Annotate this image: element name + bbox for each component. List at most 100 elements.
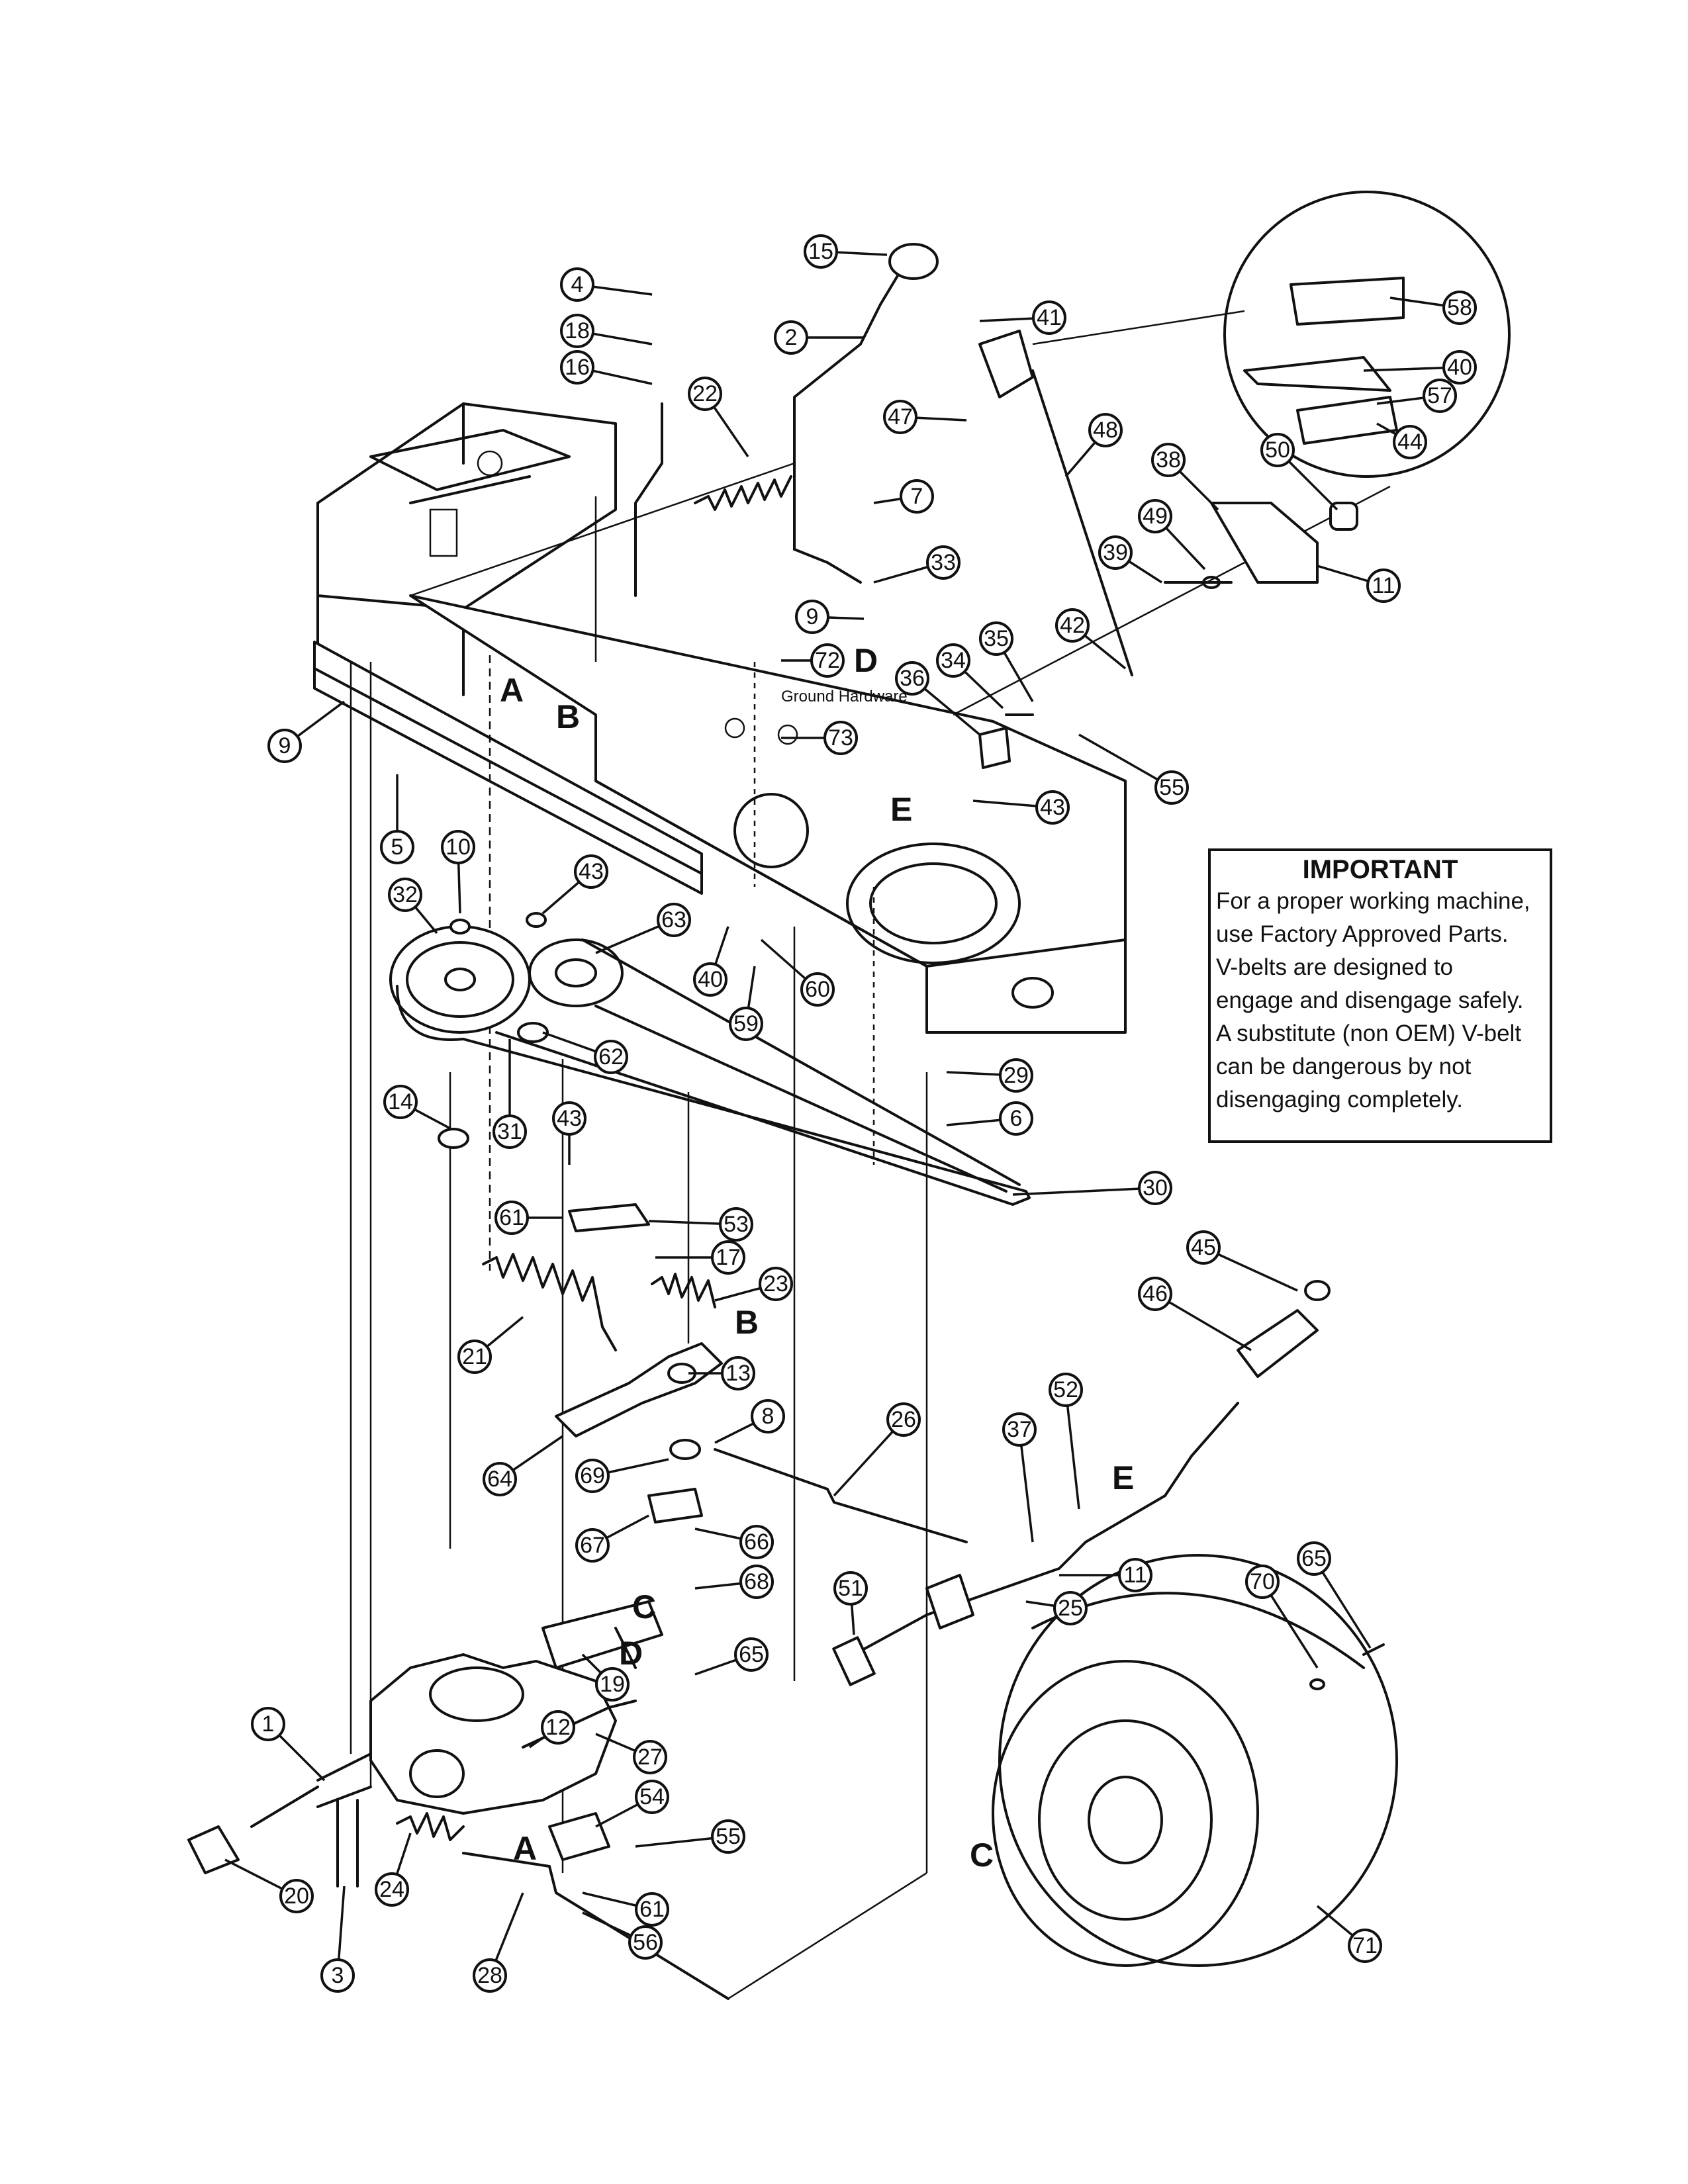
callout-43c: 43: [552, 1101, 586, 1136]
svg-text:73: 73: [828, 725, 853, 751]
callout-50: 50: [1260, 433, 1295, 467]
callout-34: 34: [936, 643, 970, 678]
svg-text:53: 53: [724, 1212, 749, 1237]
callout-21: 21: [457, 1340, 492, 1374]
svg-text:71: 71: [1352, 1933, 1378, 1958]
callout-48: 48: [1088, 413, 1123, 447]
callout-9b: 9: [267, 729, 302, 763]
leader-37: [1018, 1429, 1034, 1543]
svg-text:46: 46: [1143, 1281, 1168, 1306]
svg-text:43: 43: [1040, 795, 1065, 820]
svg-text:21: 21: [462, 1344, 487, 1369]
svg-text:39: 39: [1103, 540, 1128, 565]
callout-71: 71: [1348, 1929, 1382, 1963]
svg-text:61: 61: [639, 1897, 665, 1922]
bolt-65: [1362, 1643, 1385, 1656]
svg-text:44: 44: [1397, 430, 1423, 455]
callout-36: 36: [895, 661, 929, 696]
spacer-20: [187, 1825, 240, 1874]
grip-46: [1237, 1309, 1319, 1378]
leader-46: [1154, 1293, 1252, 1351]
detail-inset: [1223, 191, 1511, 478]
callout-11: 11: [1366, 569, 1401, 603]
bracket-67: [647, 1488, 703, 1524]
callout-32: 32: [388, 878, 422, 912]
callout-2: 2: [774, 320, 808, 355]
svg-text:31: 31: [497, 1119, 522, 1144]
callout-72: 72: [810, 643, 845, 678]
svg-text:27: 27: [637, 1745, 663, 1770]
brake-bracket-47: [978, 330, 1034, 398]
svg-text:6: 6: [1010, 1106, 1023, 1131]
callout-54: 54: [635, 1780, 669, 1814]
svg-text:68: 68: [744, 1569, 769, 1594]
callout-55: 55: [1154, 770, 1189, 805]
svg-text:36: 36: [900, 666, 925, 691]
callout-31: 31: [492, 1115, 527, 1149]
callout-5: 5: [380, 830, 414, 864]
notice-body: For a proper working machine, use Factor…: [1216, 888, 1530, 1113]
callout-28: 28: [473, 1958, 507, 1993]
callout-15: 15: [804, 234, 838, 269]
svg-text:58: 58: [1447, 295, 1472, 320]
callout-8: 8: [751, 1399, 785, 1433]
svg-text:48: 48: [1093, 418, 1118, 443]
svg-text:37: 37: [1007, 1417, 1032, 1442]
svg-text:9: 9: [279, 733, 291, 758]
leader-65b: [1313, 1558, 1372, 1649]
svg-text:28: 28: [477, 1963, 502, 1988]
ref-letter-a-0: A: [500, 672, 524, 709]
callout-18: 18: [560, 314, 594, 348]
svg-text:10: 10: [445, 835, 471, 860]
svg-text:30: 30: [1143, 1175, 1168, 1201]
callout-65b: 65: [1297, 1541, 1331, 1576]
svg-text:57: 57: [1427, 383, 1452, 408]
svg-text:29: 29: [1004, 1063, 1029, 1088]
ground-hardware-label: Ground Hardware: [781, 688, 908, 705]
callout-51: 51: [833, 1571, 868, 1606]
notice-title: IMPORTANT: [1302, 855, 1458, 884]
callout-61: 61: [494, 1201, 529, 1235]
svg-text:3: 3: [332, 1963, 344, 1988]
bracket-54: [548, 1812, 610, 1861]
shift-lever: [793, 243, 939, 584]
callout-49: 49: [1138, 499, 1172, 533]
callout-70: 70: [1245, 1565, 1280, 1599]
callout-45: 45: [1186, 1230, 1221, 1265]
svg-text:5: 5: [391, 835, 404, 860]
svg-text:41: 41: [1037, 305, 1062, 330]
callout-12: 12: [541, 1710, 575, 1745]
ref-letter-e-7: E: [1112, 1459, 1134, 1496]
callout-43b: 43: [574, 854, 608, 889]
svg-text:1: 1: [262, 1711, 275, 1737]
connector-36: [978, 727, 1011, 769]
callout-57: 57: [1423, 379, 1457, 413]
svg-text:55: 55: [716, 1824, 741, 1849]
svg-text:16: 16: [565, 355, 590, 380]
svg-text:67: 67: [580, 1533, 605, 1558]
callout-66: 66: [739, 1525, 774, 1559]
svg-text:62: 62: [598, 1044, 624, 1069]
svg-text:12: 12: [545, 1715, 571, 1740]
svg-text:32: 32: [393, 882, 418, 907]
svg-text:25: 25: [1058, 1596, 1083, 1621]
control-rod: [634, 402, 663, 597]
svg-text:49: 49: [1143, 504, 1168, 529]
callout-7: 7: [900, 479, 934, 514]
callout-1: 1: [251, 1707, 285, 1741]
svg-text:47: 47: [888, 404, 913, 430]
callout-64: 64: [483, 1462, 517, 1496]
callout-27: 27: [633, 1740, 667, 1774]
callout-16: 16: [560, 350, 594, 385]
svg-text:66: 66: [744, 1529, 769, 1555]
washer-70: [1309, 1678, 1325, 1690]
callout-52: 52: [1049, 1373, 1083, 1407]
svg-text:38: 38: [1156, 447, 1181, 473]
svg-text:14: 14: [388, 1089, 413, 1115]
bracket-53: [568, 1203, 650, 1232]
ref-letter-e-3: E: [890, 791, 912, 828]
svg-text:52: 52: [1053, 1377, 1078, 1402]
svg-text:60: 60: [805, 977, 830, 1002]
frame-assembly: [313, 402, 1127, 1034]
svg-text:56: 56: [633, 1930, 658, 1955]
